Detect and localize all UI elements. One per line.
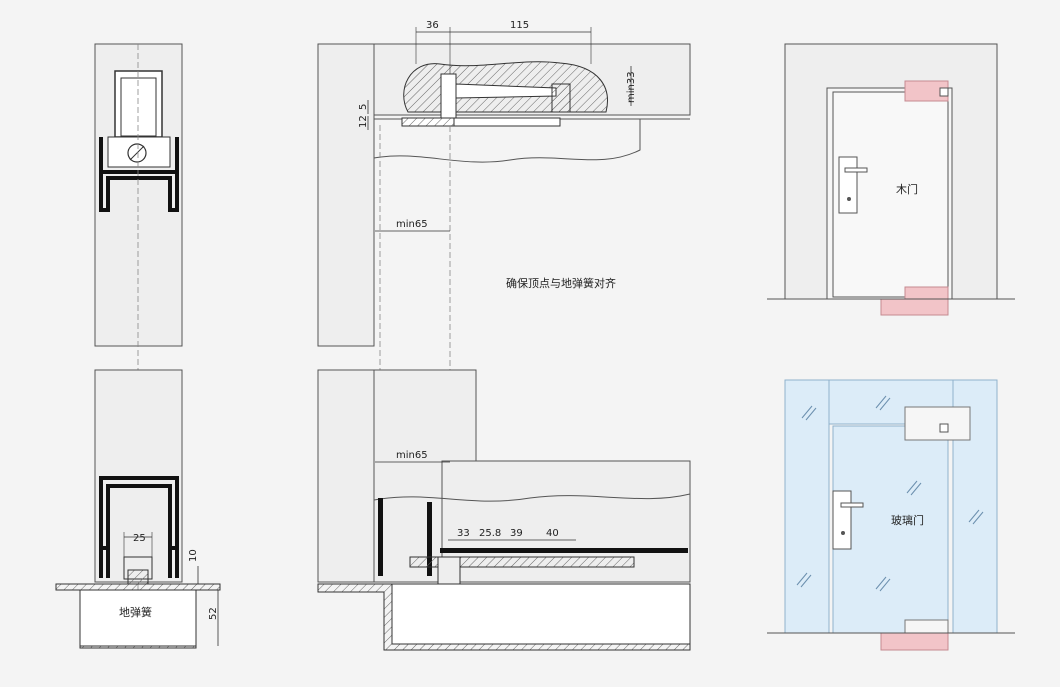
- dim-52: 52: [208, 607, 219, 620]
- wood-door-label: 木门: [896, 182, 918, 196]
- glass-bottom-patch: [904, 619, 949, 634]
- glass-reflection-marks: [796, 395, 984, 592]
- door-handle-plate: [838, 156, 858, 214]
- lower-door-profile: [99, 476, 179, 578]
- center-plan-section: 36 115 min33 5 12 min65 确保顶点与地弹簧对齐 min65…: [317, 20, 691, 651]
- dim-33: 33: [457, 528, 470, 539]
- floor-box-pink: [880, 298, 949, 316]
- keyhole-icon: [847, 197, 851, 201]
- dim-10: 10: [188, 549, 199, 562]
- upper-wall-left: [317, 43, 375, 347]
- floor-spring-spindle: [437, 556, 461, 586]
- align-note: 确保顶点与地弹簧对齐: [506, 276, 616, 290]
- floor-spring-label: 地弹簧: [119, 605, 152, 619]
- glass-handle-plate: [832, 490, 852, 550]
- top-pivot-inner: [120, 77, 157, 137]
- wavy-break-top: [373, 119, 641, 163]
- upper-door-profile: [99, 137, 179, 212]
- dim-115: 115: [510, 20, 529, 31]
- glass-top-patch: [904, 406, 971, 441]
- glass-handle-icon: [840, 502, 864, 508]
- glass-side-left: [784, 379, 830, 634]
- dim-39: 39: [510, 528, 523, 539]
- door-handle-icon: [844, 167, 868, 173]
- dim-12: 12: [358, 115, 369, 128]
- floor-spring-plate: [409, 556, 635, 568]
- glass-floor-box-pink: [880, 632, 949, 651]
- dim-25-8: 25.8: [479, 528, 501, 539]
- dim-min65-top: min65: [396, 219, 428, 230]
- top-pivot-post: [440, 73, 457, 123]
- lower-wall-left: [317, 369, 375, 583]
- wavy-break-bottom: [373, 493, 691, 502]
- glass-door-label: 玻璃门: [891, 513, 924, 527]
- glass-keyhole-icon: [841, 531, 845, 535]
- glass-edge-left: [378, 498, 383, 576]
- dim-min33: min33: [626, 71, 637, 103]
- dim-25: 25: [133, 533, 146, 544]
- floor-pivot-pink: [904, 286, 949, 300]
- glass-door-leaf: [832, 425, 949, 634]
- dim-5: 5: [358, 104, 369, 110]
- left-side-section: 25 10 地弹簧 52: [55, 43, 221, 649]
- bottom-door-rail: [440, 548, 688, 553]
- glass-edge-right: [427, 502, 432, 576]
- dim-40: 40: [546, 528, 559, 539]
- glass-door-elevation: 玻璃门: [767, 379, 1015, 651]
- wood-door-elevation: 木门: [767, 43, 1015, 316]
- dim-min65-bottom: min65: [396, 450, 428, 461]
- dim-36: 36: [426, 20, 439, 31]
